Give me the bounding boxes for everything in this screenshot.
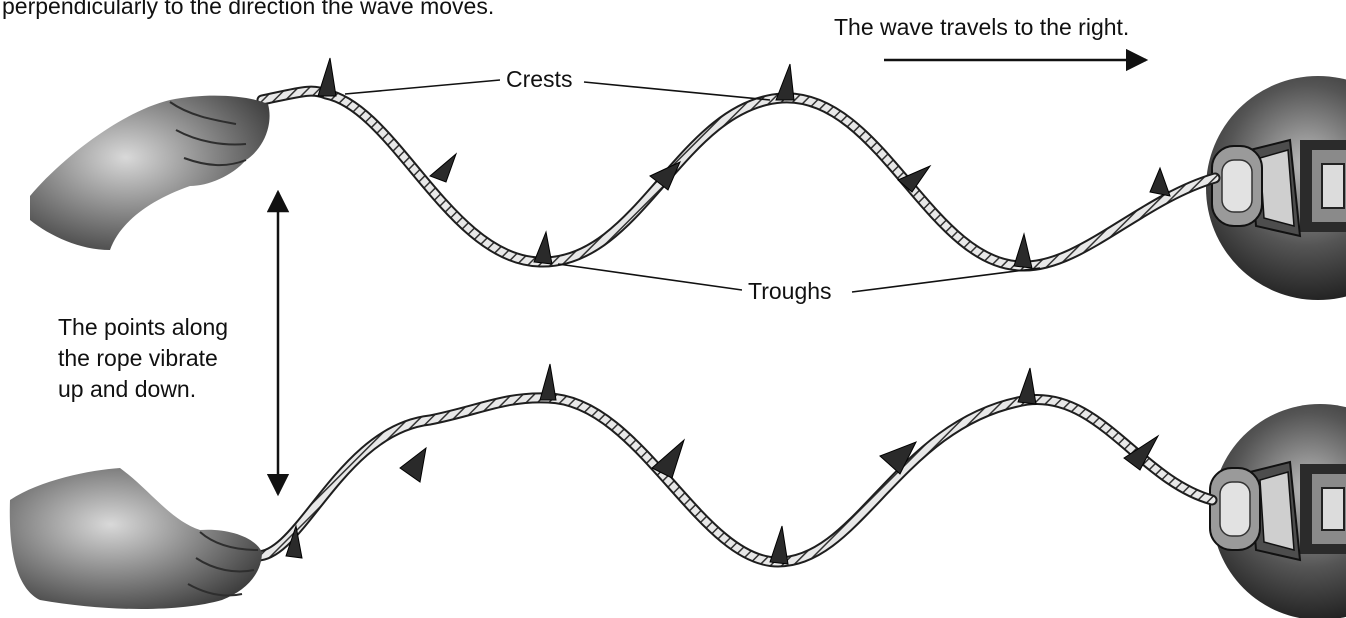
troughs-label: Troughs	[742, 276, 838, 306]
rope-bottom	[249, 392, 1218, 568]
trough-callout-lines	[557, 263, 1041, 293]
marker-icon	[317, 57, 1171, 269]
left-hand-icon	[9, 468, 262, 609]
intro-text: perpendicularly to the direction the wav…	[2, 0, 495, 19]
vibration-line: up and down.	[58, 376, 197, 402]
rope-top	[256, 85, 1221, 272]
direction-label: The wave travels to the right.	[834, 14, 1130, 40]
crest-callout-lines	[344, 79, 771, 101]
vibration-label: The points along the rope vibrate up and…	[58, 312, 288, 405]
vibration-line: the rope vibrate	[58, 345, 218, 371]
crests-label: Crests	[500, 64, 579, 94]
left-hand-icon	[30, 95, 270, 251]
motor-top-icon	[1206, 76, 1346, 300]
marker-icon	[285, 363, 1160, 565]
motor-bottom-icon	[1209, 404, 1346, 618]
vibration-line: The points along	[58, 314, 229, 340]
